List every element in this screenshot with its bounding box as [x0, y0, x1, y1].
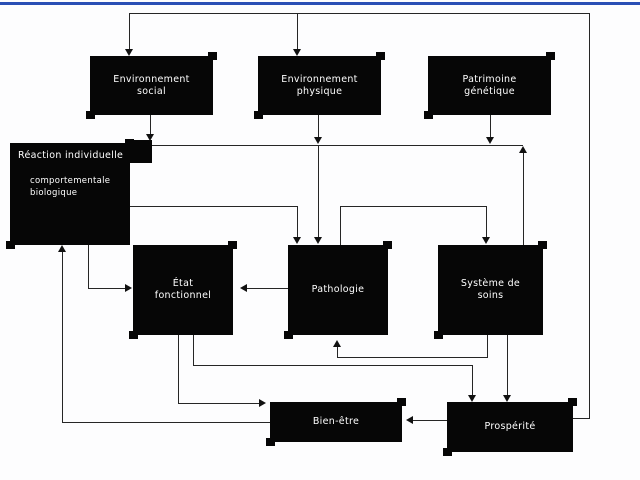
edge-pathologie-to-systeme-vline1 [340, 206, 341, 245]
edge-reaction-to-pathologie-vline [297, 206, 298, 237]
node-label: soins [477, 290, 504, 301]
node-reaction-corner-extension [126, 140, 152, 163]
node-label: génétique [464, 85, 515, 97]
node-pathologie: Pathologie [284, 241, 392, 339]
node-systeme-de-soins: Système de soins [434, 241, 547, 339]
node-patrimoine-genetique: Patrimoine génétique [424, 52, 555, 119]
edge-env-physique-to-bus-line [318, 115, 319, 137]
edge-systeme-to-pathologie-hline [337, 357, 488, 358]
edge-pathologie-to-systeme-hline [340, 206, 487, 207]
edge-bienetre-to-reaction-hline [62, 422, 270, 423]
edge-etat-to-bienetre-hline [178, 403, 259, 404]
edge-etat-to-bienetre-vline [178, 335, 179, 404]
arrowhead-systeme-into-bus [519, 146, 527, 153]
arrowhead-into-env-physique [293, 49, 301, 56]
edge-etat-to-prosperite-vline2 [472, 365, 473, 395]
node-title: Réaction individuelle [18, 150, 124, 161]
node-label: Bien-être [312, 416, 360, 427]
arrowhead-into-reaction-corner [146, 134, 154, 141]
arrowhead-reaction-into-pathologie [293, 237, 301, 244]
arrowhead-into-env-social [125, 49, 133, 56]
arrowhead-reaction-into-etat [125, 284, 132, 292]
node-label: Pathologie [311, 284, 365, 295]
node-sub-item: comportementale [30, 176, 111, 186]
node-label: fonctionnel [154, 290, 212, 301]
node-label: social [137, 85, 166, 97]
edge-reaction-to-pathologie-hline [130, 206, 298, 207]
slide-top-border [0, 2, 640, 5]
node-etat-fonctionnel: État fonctionnel [129, 241, 237, 339]
edge-systeme-to-pathologie-vline2 [337, 347, 338, 358]
edge-bus-to-pathologie-line [318, 145, 319, 237]
node-environnement-social: Environnement social [86, 52, 217, 119]
edge-etat-to-prosperite-hline [193, 365, 473, 366]
node-label: Environnement [113, 73, 190, 85]
arrowhead-systeme-into-prosperite [503, 395, 511, 402]
edge-drop-to-env-social-line [129, 13, 130, 49]
edge-determinants-bus-line [152, 145, 523, 146]
arrowhead-etat-into-prosperite [468, 395, 476, 402]
arrowhead-env-physique-into-bus [314, 137, 322, 144]
edge-prosperite-to-bienetre-hline [413, 420, 447, 421]
arrowhead-bus-into-pathologie [314, 237, 322, 244]
edge-systeme-to-pathologie-vline1 [487, 335, 488, 358]
edge-etat-to-prosperite-vline1 [193, 335, 194, 366]
node-label: physique [296, 85, 343, 97]
arrowhead-prosperite-into-bienetre [406, 416, 413, 424]
edge-pathologie-to-etat-hline [247, 288, 288, 289]
edge-prosperite-feedback-right-line [589, 13, 590, 418]
node-bien-etre: Bien-être [266, 398, 406, 446]
node-label: Patrimoine [462, 73, 517, 85]
arrowhead-pathologie-into-systeme [482, 237, 490, 244]
node-prosperite: Prospérité [443, 398, 577, 456]
edge-systeme-to-bus-line [523, 153, 524, 245]
edge-reaction-to-etat-vline [88, 245, 89, 289]
node-sub-item: biologique [30, 188, 78, 198]
edge-reaction-to-etat-hline [88, 288, 125, 289]
arrowhead-patrimoine-into-bus [486, 137, 494, 144]
node-label: Prospérité [484, 421, 536, 432]
node-reaction-individuelle: Réaction individuelle comportementale bi… [6, 139, 134, 249]
edge-env-social-to-reaction-line [150, 115, 151, 134]
arrowhead-etat-into-bienetre [259, 399, 266, 407]
edge-drop-to-env-physique-line [297, 13, 298, 49]
edge-prosperite-to-environments-top-line [129, 13, 590, 14]
node-label: Environnement [281, 73, 358, 85]
arrowhead-systeme-into-pathologie [333, 340, 341, 347]
node-environnement-physique: Environnement physique [254, 52, 385, 119]
edge-pathologie-to-systeme-vline2 [486, 206, 487, 237]
edge-bienetre-to-reaction-vline [62, 252, 63, 423]
edge-prosperite-exit-right-line [573, 418, 590, 419]
arrowhead-pathologie-into-etat [240, 284, 247, 292]
node-label: Système de [460, 278, 521, 289]
node-label: État [172, 278, 194, 289]
arrowhead-bienetre-into-reaction [58, 245, 66, 252]
edge-patrimoine-to-bus-line [490, 115, 491, 137]
edge-systeme-to-prosperite-vline [507, 335, 508, 395]
